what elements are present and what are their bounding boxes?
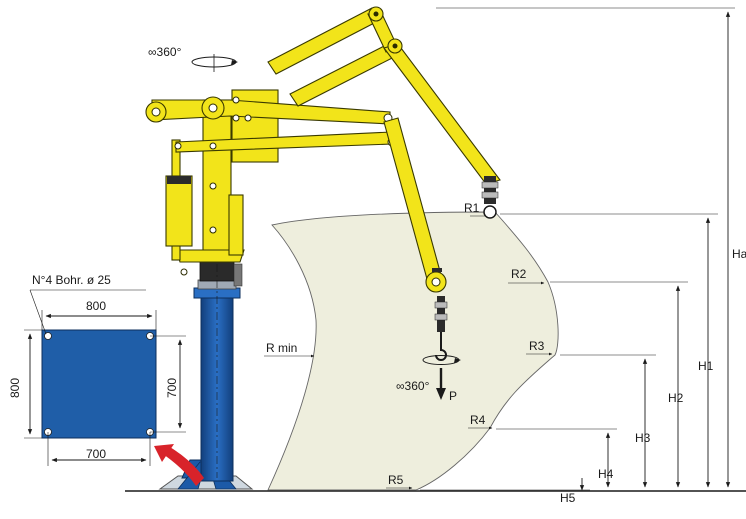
label-ha: Ha bbox=[732, 247, 746, 261]
label-h3: H3 bbox=[635, 431, 651, 445]
label-plate-right: 700 bbox=[165, 378, 179, 398]
working-envelope bbox=[267, 211, 559, 491]
label-load: P bbox=[449, 389, 457, 403]
red-arrow bbox=[154, 444, 204, 486]
label-h4: H4 bbox=[598, 467, 614, 481]
radius-markers bbox=[264, 214, 553, 490]
label-r1: R1 bbox=[464, 201, 480, 215]
label-rotation-top: ∞360° bbox=[148, 45, 182, 59]
height-dimension-lines bbox=[579, 11, 731, 491]
height-extension-lines bbox=[420, 7, 735, 491]
label-r4: R4 bbox=[470, 413, 486, 427]
label-bolt-note: N°4 Bohr. ø 25 bbox=[32, 273, 111, 287]
label-plate-left: 800 bbox=[8, 378, 22, 398]
label-plate-top: 800 bbox=[86, 299, 106, 313]
mast bbox=[165, 89, 279, 263]
label-r5: R5 bbox=[388, 473, 404, 487]
load-arrow bbox=[436, 368, 446, 400]
upper-arm bbox=[267, 6, 501, 185]
label-r-min: R min bbox=[266, 341, 297, 355]
base-plate bbox=[41, 329, 157, 439]
label-h1: H1 bbox=[698, 359, 714, 373]
label-rotation-hook: ∞360° bbox=[396, 379, 430, 393]
label-h5: H5 bbox=[560, 491, 576, 505]
rotation-symbol-hook bbox=[422, 355, 461, 365]
label-r3: R3 bbox=[529, 339, 545, 353]
hook-r1 bbox=[481, 176, 499, 219]
plate-dimensions bbox=[24, 289, 186, 466]
rotation-symbol-top bbox=[191, 54, 238, 72]
label-r2: R2 bbox=[511, 267, 527, 281]
label-h2: H2 bbox=[668, 391, 684, 405]
lower-arm bbox=[383, 117, 448, 361]
main-arm bbox=[145, 96, 397, 276]
label-plate-bottom: 700 bbox=[86, 447, 106, 461]
